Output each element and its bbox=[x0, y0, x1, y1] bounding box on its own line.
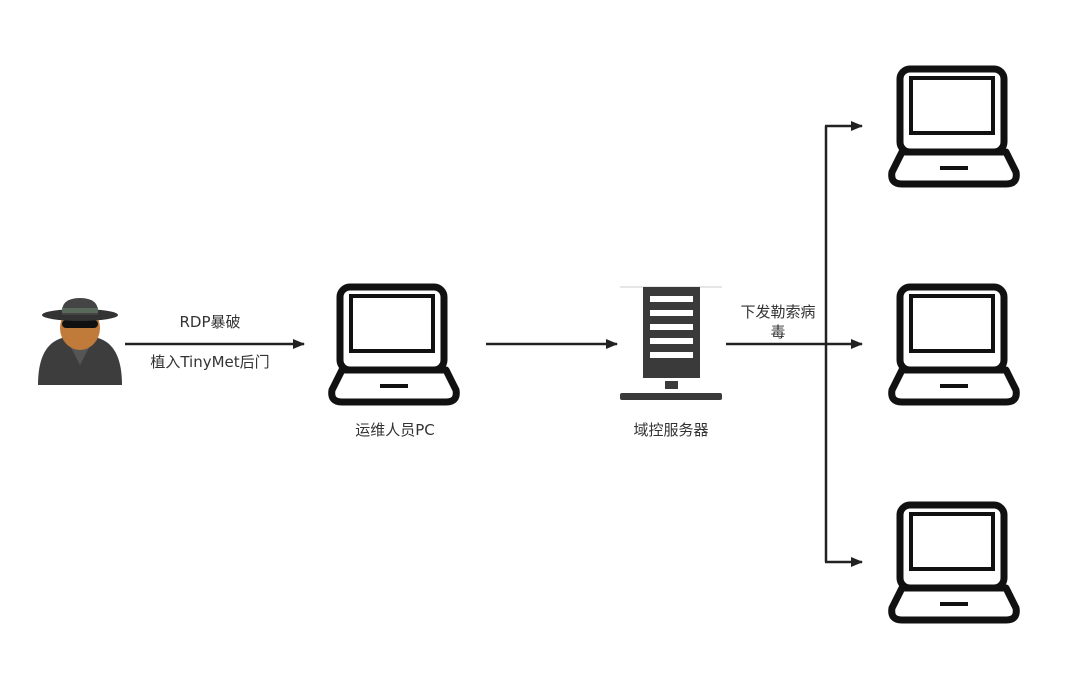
domain-controller-label: 域控服务器 bbox=[633, 421, 709, 439]
distribute-label: 下发勒索病毒 bbox=[740, 303, 816, 341]
hacker-icon bbox=[38, 298, 122, 385]
target-laptop-icon-2 bbox=[892, 287, 1017, 402]
attack-label-bottom: 植入TinyMet后门 bbox=[150, 353, 270, 371]
ops-pc-laptop-icon bbox=[332, 287, 457, 402]
ops-pc-label: 运维人员PC bbox=[355, 421, 435, 439]
attack-label-top: RDP暴破 bbox=[179, 313, 241, 331]
server-icon bbox=[620, 286, 722, 400]
distribute-arrows bbox=[726, 121, 863, 567]
target-laptop-icon-1 bbox=[892, 69, 1017, 184]
target-laptop-icon-3 bbox=[892, 505, 1017, 620]
